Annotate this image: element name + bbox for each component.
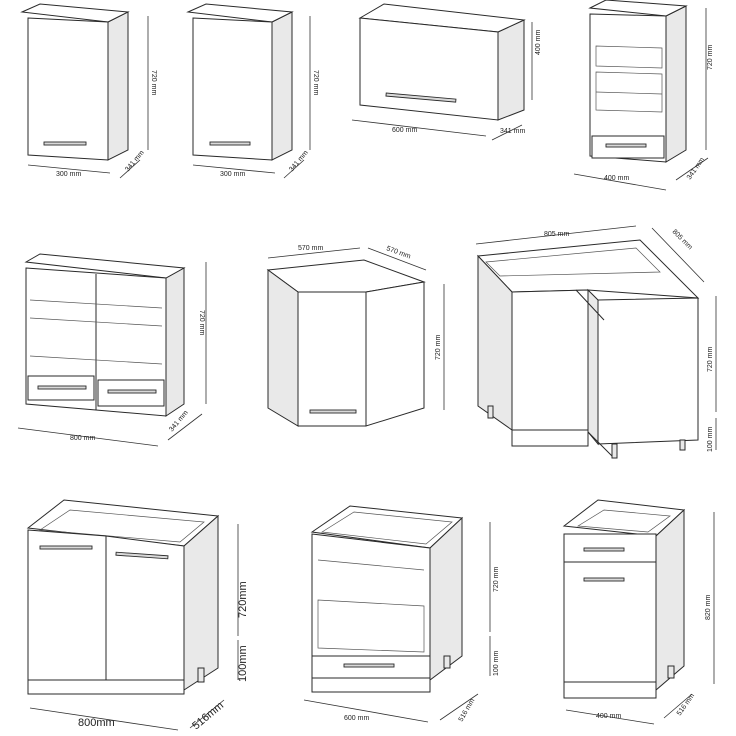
drawer-handle [107, 389, 157, 394]
dim-height: 820 mm [705, 595, 712, 620]
dim-height: 720mm [237, 581, 249, 618]
dim-depth: 341 mm [500, 128, 525, 135]
door-handle [309, 409, 357, 414]
dim-depth: 341 mm [124, 149, 146, 173]
cabinet-wall-corner: 570 mm 570 mm 720 mm [266, 245, 445, 427]
door-handle [385, 92, 457, 103]
dim-width: 600 mm [344, 715, 369, 722]
drawer-handle [583, 547, 625, 552]
dim-leg: 100 mm [493, 651, 500, 676]
dim-width: 400 mm [604, 175, 629, 182]
cabinet-wall-800-glass: 800 mm 341 mm 720 mm [17, 253, 207, 447]
door-handle-right [115, 551, 169, 560]
cabinet-wall-600-400: 600 mm 341 mm 400 mm [351, 3, 542, 141]
dim-depth: 341 mm [288, 149, 310, 173]
drawer-handle [37, 385, 87, 390]
dim-leg: 100 mm [707, 427, 714, 452]
cabinet-base-600-oven: 600 mm 516 mm 720 mm 100 mm [303, 505, 500, 723]
door-handle [43, 141, 87, 146]
door-handle [209, 141, 251, 146]
dim-depth: 805 mm [671, 228, 694, 251]
dim-height: 720 mm [312, 70, 319, 95]
dim-height: 720 mm [493, 567, 500, 592]
dim-depth: 516mm [190, 700, 226, 733]
cabinet-wall-300-b: 300 mm 341 mm 720 mm [186, 3, 319, 179]
dim-width-left: 570 mm [298, 245, 323, 252]
drawer-handle [343, 663, 395, 668]
dim-height: 400 mm [535, 30, 542, 55]
dim-depth: 516 mm [458, 697, 477, 723]
cabinet-base-corner: 805 mm 805 mm 720 mm 100 mm [475, 225, 717, 459]
cabinet-base-400-drawer: 400 mm 516 mm 820 mm [562, 499, 715, 725]
dim-width: 800 mm [70, 435, 95, 442]
dim-leg: 100mm [237, 645, 249, 682]
dim-width-right: 570 mm [385, 245, 411, 260]
dim-height: 720 mm [707, 347, 714, 372]
dim-width: 600 mm [392, 127, 417, 134]
dim-height: 720 mm [707, 45, 714, 70]
dim-height: 720 mm [150, 70, 157, 95]
dim-depth: 341 mm [686, 156, 706, 181]
dim-width: 300 mm [220, 171, 245, 178]
door-front [563, 561, 657, 683]
dim-width: 805 mm [544, 231, 569, 238]
dim-height: 720 mm [198, 310, 205, 335]
door-handle-left [39, 545, 93, 550]
dim-width: 300 mm [56, 171, 81, 178]
drawer-handle [605, 143, 647, 148]
cabinet-wall-400-open: 400 mm 341 mm 720 mm [573, 0, 714, 191]
dim-width: 400 mm [596, 713, 621, 720]
dim-height: 720 mm [435, 335, 442, 360]
door-handle [583, 577, 625, 582]
dim-width: 800mm [78, 717, 115, 729]
cabinet-base-800-sink: 800mm 516mm 720mm 100mm [26, 499, 249, 733]
cabinet-wall-300-a: 300 mm 341 mm 720 mm [20, 3, 157, 179]
